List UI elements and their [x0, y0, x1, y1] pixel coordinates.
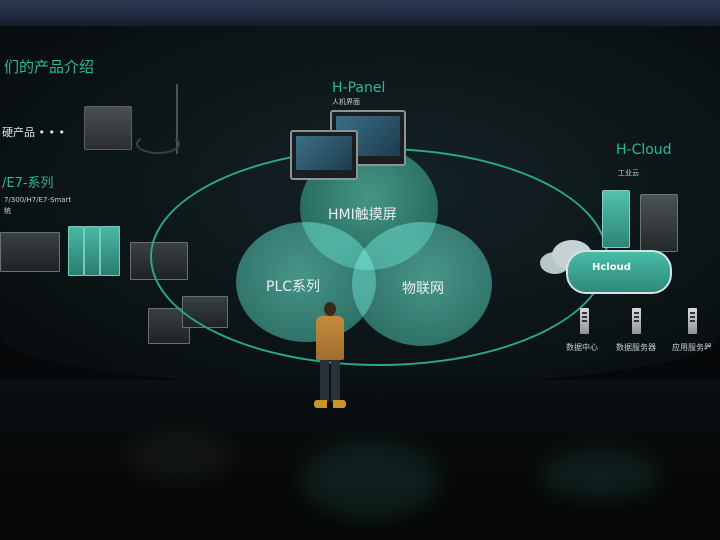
hpanel-title: H-Panel	[332, 80, 386, 96]
left-item-products: 硬产品 • • •	[2, 126, 65, 139]
app-server-icon	[688, 308, 697, 334]
venn-plc-label: PLC系列	[266, 279, 321, 295]
floor-reflection	[130, 430, 230, 480]
router-device-image	[84, 106, 132, 150]
presenter-shoes	[314, 400, 346, 408]
presenter-body	[316, 316, 344, 360]
gateway-device-image	[640, 194, 678, 252]
series-subtitle-1: 7/300/H7/E7-Smart	[4, 196, 72, 204]
floor-reflection	[540, 450, 660, 500]
cable-image	[136, 134, 180, 154]
hcloud-title: H-Cloud	[616, 142, 672, 158]
hpanel-subtitle: 人机界面	[332, 98, 360, 106]
stage-floor	[0, 380, 720, 540]
hmi-panel-image	[290, 130, 358, 180]
antenna-image	[176, 84, 178, 154]
hcloud-badge	[566, 250, 672, 294]
plc-module-image	[84, 226, 100, 276]
presenter-head	[324, 302, 336, 316]
data-server-label: 数据服务器	[616, 343, 656, 352]
data-center-label: 数据中心	[566, 343, 598, 352]
series-title: /E7-系列	[2, 176, 54, 191]
venn-iot-circle	[352, 222, 492, 346]
plc-module-image	[100, 226, 120, 276]
hcloud-subtitle: 工业云	[618, 169, 639, 177]
left-title: 们的产品介绍	[4, 58, 95, 76]
venn-iot-label: 物联网	[402, 281, 444, 297]
gateway-device-image	[602, 190, 630, 248]
app-server-label: 应用服务器	[672, 343, 712, 352]
presentation-screen: 们的产品介绍 硬产品 • • • /E7-系列 7/300/H7/E7-Smar…	[0, 26, 720, 386]
data-center-icon	[580, 308, 589, 334]
plc-rack-image	[0, 232, 60, 272]
plc-module-image	[68, 226, 84, 276]
presenter-legs	[320, 360, 340, 402]
series-subtitle-2: 统	[4, 207, 11, 215]
venn-hmi-label: HMI触摸屏	[328, 207, 397, 223]
hcloud-badge-label: Hcloud	[592, 262, 631, 273]
floor-reflection	[300, 440, 440, 520]
data-server-icon	[632, 308, 641, 334]
